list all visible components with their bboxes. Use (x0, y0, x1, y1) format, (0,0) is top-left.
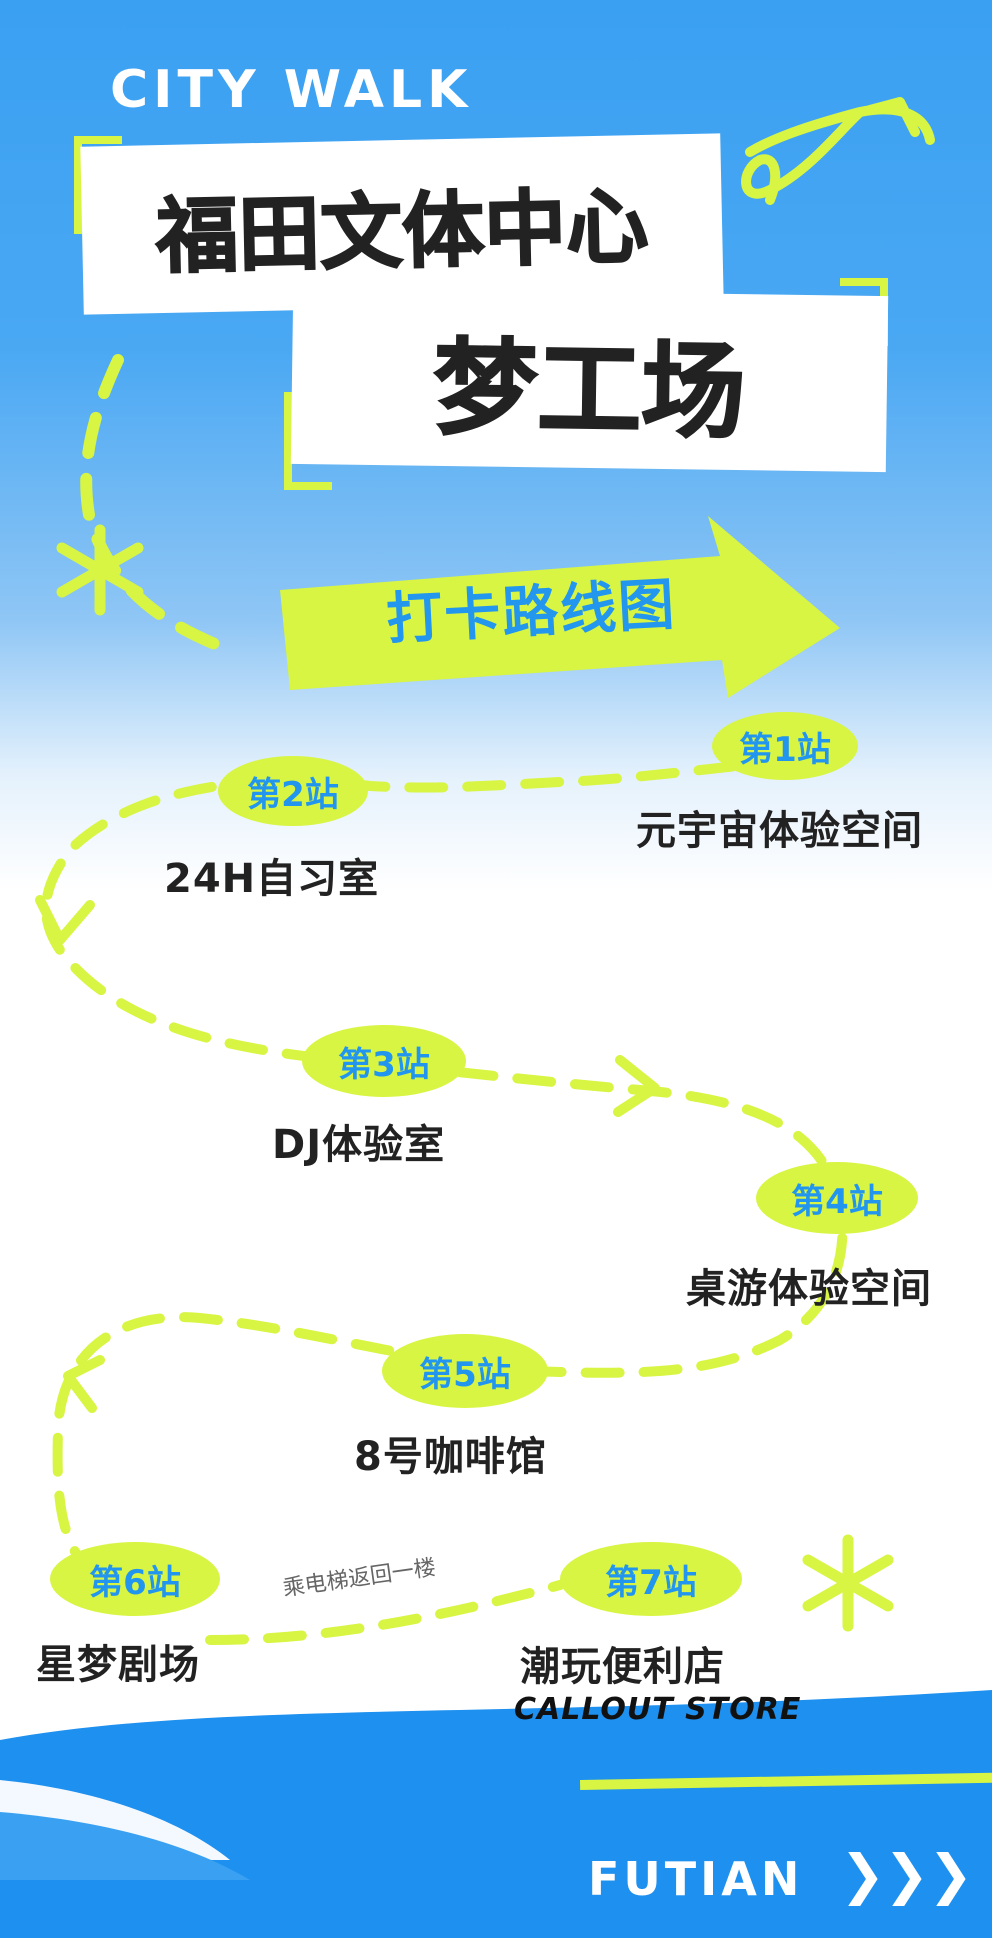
stop-7-badge-text: 第7站 (605, 1562, 697, 1603)
title-line-2-text: 梦工场 (432, 325, 748, 453)
stop-4-badge: 第4站 (756, 1162, 918, 1234)
title-line-1: 福田文体中心 (80, 133, 724, 315)
scribble-arrow (741, 104, 935, 205)
star-top-left (56, 524, 144, 616)
stop-6-name: 星梦剧场 (36, 1642, 200, 1688)
stop-7-subtitle: CALLOUT STORE (514, 1692, 802, 1727)
stop-3-name: DJ体验室 (272, 1122, 446, 1168)
stop-6-badge-text: 第6站 (89, 1562, 181, 1603)
brand-title: CITY WALK (110, 60, 473, 120)
stop-1-badge: 第1站 (712, 712, 858, 780)
stop-3-badge: 第3站 (302, 1025, 466, 1097)
stop-5-badge-text: 第5站 (419, 1354, 511, 1395)
stop-7-name: 潮玩便利店 (520, 1644, 725, 1690)
bracket-decoration (284, 392, 332, 490)
stop-2-name: 24H自习室 (164, 856, 380, 902)
chevron-right-icon: ❯ (884, 1843, 930, 1906)
stop-1-name: 元宇宙体验空间 (636, 808, 923, 854)
stop-6-badge: 第6站 (50, 1542, 220, 1616)
stop-3-badge-text: 第3站 (338, 1044, 430, 1085)
footer-stripe-white-2 (0, 1812, 250, 1880)
stop-5-name: 8号咖啡馆 (354, 1434, 547, 1480)
stop-7-badge: 第7站 (560, 1542, 742, 1616)
bracket-decoration (74, 136, 122, 234)
route-arrow-left-2 (63, 1355, 105, 1413)
star-bottom-right (802, 1534, 894, 1632)
banner-arrow (280, 516, 840, 698)
stop-5-badge: 第5站 (382, 1334, 548, 1408)
stop-2-badge: 第2站 (218, 756, 368, 826)
stop-1-badge-text: 第1站 (739, 729, 831, 770)
route-arrow-right (613, 1055, 660, 1117)
stop-4-name: 桌游体验空间 (686, 1266, 932, 1312)
route-dash-bottom (205, 1580, 565, 1645)
footer-band (0, 1690, 992, 1938)
title-line-1-text: 福田文体中心 (154, 178, 650, 285)
stop-2-badge-text: 第2站 (247, 774, 339, 815)
scribble-arrowhead (865, 97, 920, 137)
chevron-right-icon: ❯ (840, 1843, 886, 1906)
intro-dash-curve (80, 354, 236, 656)
chevron-right-icon: ❯ (928, 1843, 974, 1906)
stop-4-badge-text: 第4站 (791, 1181, 883, 1222)
title-line-2: 梦工场 (290, 287, 889, 473)
footer-lime-line (580, 1772, 992, 1790)
route-arrow-left (35, 895, 95, 945)
footer-label: FUTIAN (588, 1852, 804, 1906)
